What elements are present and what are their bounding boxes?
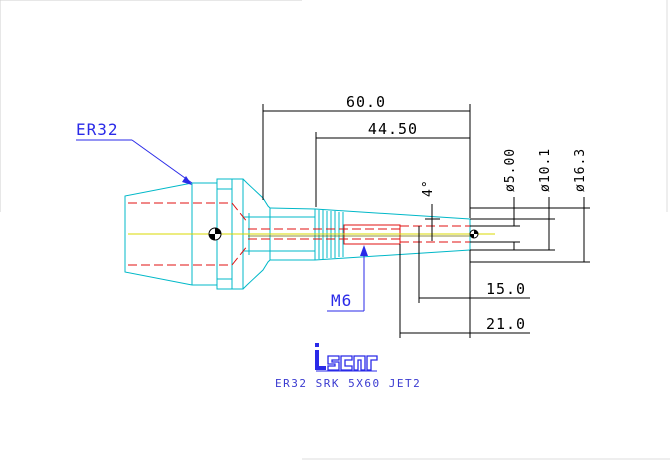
dim-44-label: 44.50 bbox=[368, 120, 418, 138]
er32-callout: ER32 bbox=[76, 120, 193, 185]
angle-label: 4° bbox=[421, 179, 436, 197]
iscar-logo bbox=[315, 343, 378, 372]
dim-21: 21.0 bbox=[399, 244, 530, 338]
drawing-caption: ER32 SRK 5X60 JET2 bbox=[275, 377, 421, 390]
dim-overall-length: 60.0 bbox=[262, 93, 471, 218]
dim-angle: 4° bbox=[421, 179, 440, 241]
center-mark-right bbox=[469, 229, 479, 239]
hidden-lines bbox=[128, 202, 470, 266]
dim-21-label: 21.0 bbox=[486, 315, 526, 333]
dim-15-label: 15.0 bbox=[486, 280, 526, 298]
er32-label: ER32 bbox=[76, 120, 119, 139]
m6-callout: M6 bbox=[327, 245, 368, 312]
m6-label: M6 bbox=[331, 291, 352, 310]
dia-5-label: ø5.00 bbox=[503, 148, 518, 192]
dia-16-label: ø16.3 bbox=[573, 148, 588, 192]
dim-diameters: ø5.00 ø10.1 ø16.3 bbox=[470, 148, 590, 263]
center-mark-left bbox=[208, 227, 222, 241]
dia-10-label: ø10.1 bbox=[538, 148, 553, 192]
dim-inner-length: 44.50 bbox=[315, 120, 470, 207]
dim-60-label: 60.0 bbox=[346, 93, 386, 111]
dim-15: 15.0 bbox=[418, 226, 530, 303]
